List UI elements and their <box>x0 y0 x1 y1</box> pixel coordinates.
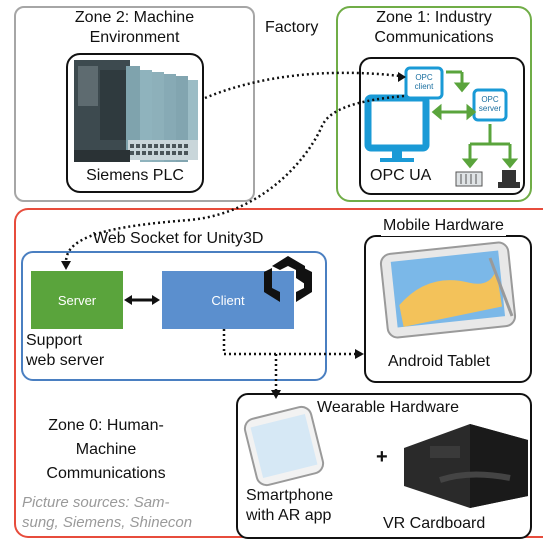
opc-server-box <box>472 88 508 122</box>
server-label: Server <box>57 293 97 308</box>
siemens-plc-label: Siemens PLC <box>86 167 184 184</box>
opc-server-line1: OPC <box>481 95 499 104</box>
zone-0-title-line2: Machine <box>75 441 137 458</box>
opc-client-line1: OPC <box>415 73 433 82</box>
web-socket-box <box>21 251 327 381</box>
plus-sign: + <box>376 446 388 468</box>
opc-client-line2: client <box>414 82 434 91</box>
client-to-tablet-arrow <box>222 329 356 356</box>
opc-ua-label: OPC UA <box>370 167 432 184</box>
zone-1-title-line1: Zone 1: Industry <box>376 9 492 26</box>
server-block <box>31 271 123 329</box>
client-label: Client <box>211 293 245 308</box>
zone-2-title-line2: Environment <box>89 29 180 46</box>
smartphone-line2: with AR app <box>246 507 332 524</box>
smartphone-line1: Smartphone <box>246 487 334 504</box>
support-line2: web server <box>26 352 105 369</box>
zone-0-title-line3: Communications <box>46 465 166 482</box>
plc-to-opc-arrow <box>204 71 401 100</box>
zone-1-industry-communications <box>336 6 532 202</box>
zone-1-title: Zone 1: Industry Communications <box>336 8 532 48</box>
opc-server-label: OPC server <box>474 95 506 113</box>
opc-to-server-arrow <box>64 94 405 263</box>
credits-line2: sung, Siemens, Shinecon <box>22 514 193 531</box>
opc-client-label: OPC client <box>406 73 442 91</box>
zone-2-title-line1: Zone 2: Machine <box>74 9 195 26</box>
support-web-server-label: Support web server <box>26 331 104 371</box>
sensor-icon <box>502 170 516 182</box>
zone-0-title-line1: Zone 0: Human- <box>48 417 164 434</box>
picture-credits: Picture sources: Sam- sung, Siemens, Shi… <box>22 493 192 533</box>
web-socket-title: Web Socket for Unity3D <box>93 230 264 247</box>
opc-server-line2: server <box>478 104 502 113</box>
factory-label: Factory <box>265 19 319 36</box>
zone-2-title: Zone 2: Machine Environment <box>14 8 255 48</box>
support-line1: Support <box>26 332 83 349</box>
android-tablet-label: Android Tablet <box>388 353 490 370</box>
vr-cardboard-label: VR Cardboard <box>383 515 486 532</box>
monitor-icon <box>364 94 430 152</box>
opc-client-box <box>404 66 444 100</box>
zone-2-machine-environment <box>14 6 255 202</box>
wearable-hardware-title: Wearable Hardware <box>317 399 459 416</box>
zone-0-title: Zone 0: Human- Machine Communications <box>26 414 186 486</box>
credits-line1: Picture sources: Sam- <box>22 494 170 511</box>
zone-1-title-line2: Communications <box>374 29 494 46</box>
smartphone-label: Smartphone with AR app <box>246 486 333 526</box>
mobile-hardware-title: Mobile Hardware <box>381 216 506 236</box>
